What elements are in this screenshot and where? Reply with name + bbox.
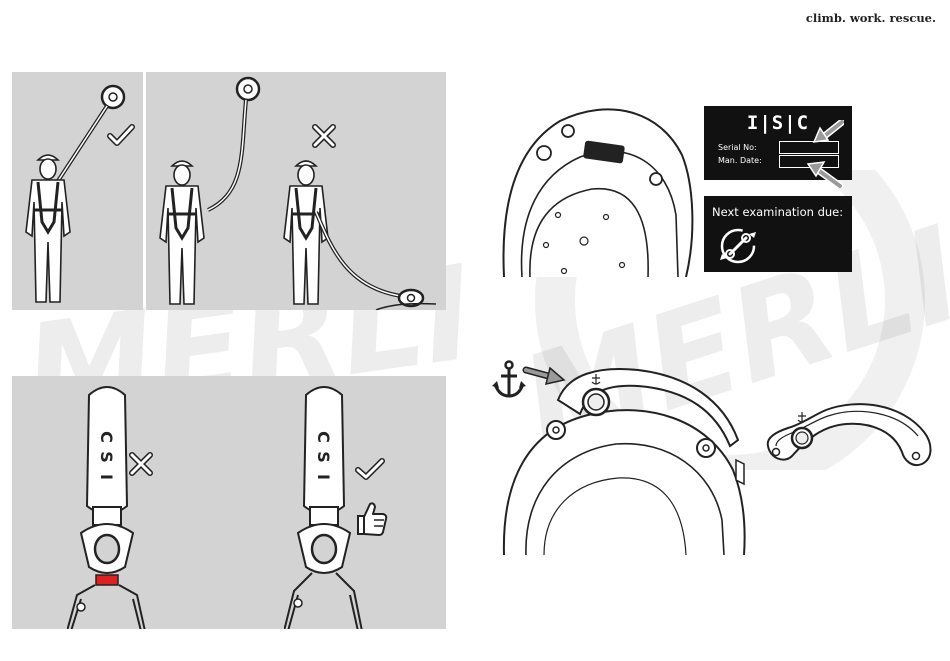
man-date-label: Man. Date: (718, 156, 762, 165)
thumbs-up-icon (354, 500, 388, 538)
service-wrench-icon (718, 226, 758, 266)
brand-tagline: climb. work. rescue. (806, 11, 936, 25)
swivel-wear-indicator (96, 575, 118, 585)
housing-letter-s: S (314, 451, 333, 463)
illustration-worker-correct (12, 72, 143, 310)
panel-harness-correct (12, 72, 143, 310)
serial-no-label: Serial No: (718, 143, 757, 152)
check-mark-icon (106, 122, 136, 148)
illustration-device-anchor-point (498, 360, 758, 555)
serial-number-label: I|S|C Serial No: Man. Date: (704, 106, 852, 180)
cross-mark-icon (127, 450, 155, 478)
housing-letter-i: I (314, 474, 333, 480)
illustration-anchor-bracket (762, 398, 938, 472)
illustration-device-label-location (500, 105, 700, 277)
illustration-swivel-worn: C S I (67, 381, 147, 629)
cross-mark-icon (310, 122, 338, 150)
panel-swivel-check: C S I C S I (12, 376, 446, 629)
housing-letter-c: C (314, 431, 333, 443)
housing-letter-c: C (97, 431, 116, 443)
arrow-icon (804, 158, 844, 188)
panel-harness-incorrect (146, 72, 446, 310)
housing-letter-i: I (97, 474, 116, 480)
housing-letter-s: S (97, 451, 116, 463)
check-mark-icon (354, 456, 386, 482)
examination-due-label: Next examination due: (704, 196, 852, 272)
illustration-worker-slack-line (146, 72, 446, 310)
illustration-swivel-ok: C S I (284, 381, 364, 629)
examination-due-text: Next examination due: (712, 205, 843, 219)
arrow-icon (808, 120, 844, 146)
